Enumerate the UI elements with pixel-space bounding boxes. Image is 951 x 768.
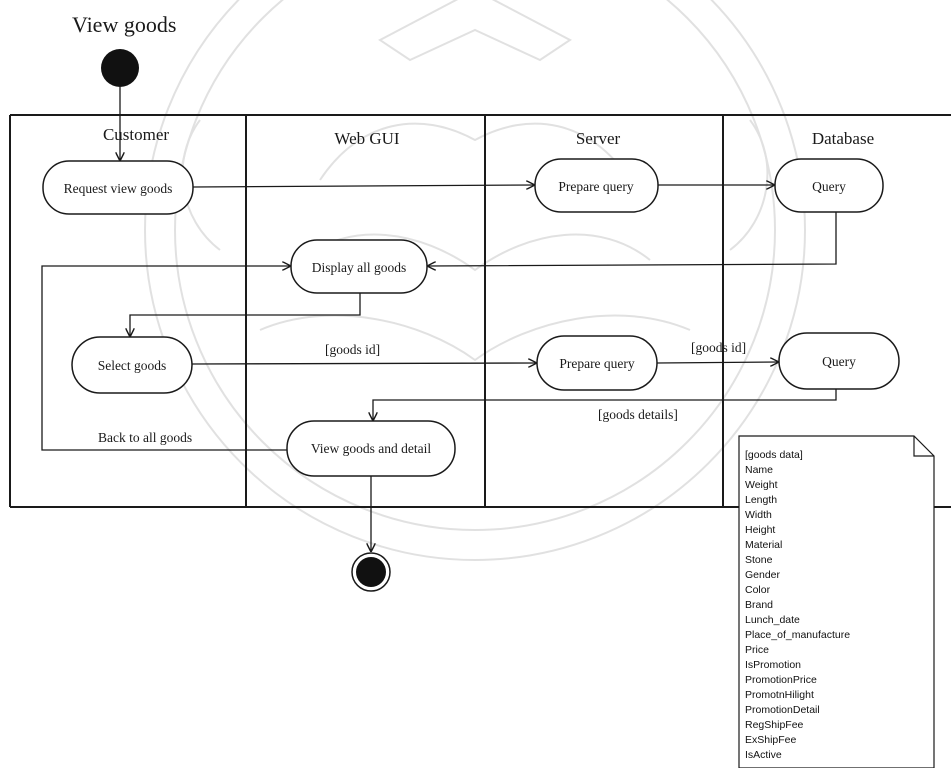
note-field: PromotnHilight [745,689,814,701]
lane-web-gui: Web GUI [334,129,400,148]
note-field: Material [745,539,782,551]
activity-label: Request view goods [64,181,173,196]
lane-database: Database [812,129,874,148]
flow-prepare-2-to-query-2 [656,362,779,363]
guard-goods-details: [goods details] [598,407,678,422]
flow-back-to-display [41,266,291,451]
note-field: Length [745,494,777,506]
lane-customer: Customer [103,125,169,144]
diagram-title: View goods [72,12,176,37]
note-field: IsPromotion [745,659,801,671]
activity-query-2: Query [778,332,900,390]
flow-request-to-prepare-1 [192,185,535,187]
lane-server: Server [576,129,621,148]
note-field: Brand [745,599,773,611]
note-field: Weight [745,479,778,491]
note-field: Color [745,584,771,596]
note-field: Price [745,644,769,656]
activity-label: Query [822,354,856,369]
activity-label: Display all goods [312,260,407,275]
guard-goods-id-1: [goods id] [325,342,380,357]
note-field: Name [745,464,773,476]
flow-query-1-to-display [427,212,837,266]
watermark-seal [144,0,806,561]
note-field: RegShipFee [745,719,804,731]
note-field: PromotionPrice [745,674,817,686]
activity-view-goods-detail: View goods and detail [286,420,456,477]
note-field: Lunch_date [745,614,800,626]
flow-display-to-select [130,293,361,337]
initial-node [101,49,139,87]
goods-data-note: [goods data] NameWeightLengthWidthHeightM… [738,435,935,768]
note-field: Stone [745,554,773,566]
note-field: Place_of_manufacture [745,629,850,641]
activity-select-goods: Select goods [71,336,193,394]
activity-label: Prepare query [559,356,635,371]
note-field: IsActive [745,749,782,761]
note-field: Height [745,524,775,536]
note-lines: [goods data] NameWeightLengthWidthHeightM… [745,449,850,761]
final-node [351,552,391,592]
label-back-to-all-goods: Back to all goods [98,430,192,445]
note-field: Gender [745,569,781,581]
activity-label: Prepare query [558,179,634,194]
note-field: Width [745,509,772,521]
activity-display-all-goods: Display all goods [290,239,428,294]
note-heading: [goods data] [745,449,803,461]
activity-label: Query [812,179,846,194]
flow-query-2-to-view [373,389,837,421]
activity-request-view-goods: Request view goods [42,160,194,215]
guard-goods-id-2: [goods id] [691,340,746,355]
note-field: ExShipFee [745,734,797,746]
activity-label: View goods and detail [311,441,432,456]
flow-select-to-prepare-2 [191,363,537,364]
note-field: PromotionDetail [745,704,820,716]
activity-query-1: Query [774,158,884,213]
activity-label: Select goods [98,358,167,373]
activity-prepare-query-2: Prepare query [536,335,658,391]
activity-prepare-query-1: Prepare query [534,158,659,213]
control-flows [41,87,837,552]
